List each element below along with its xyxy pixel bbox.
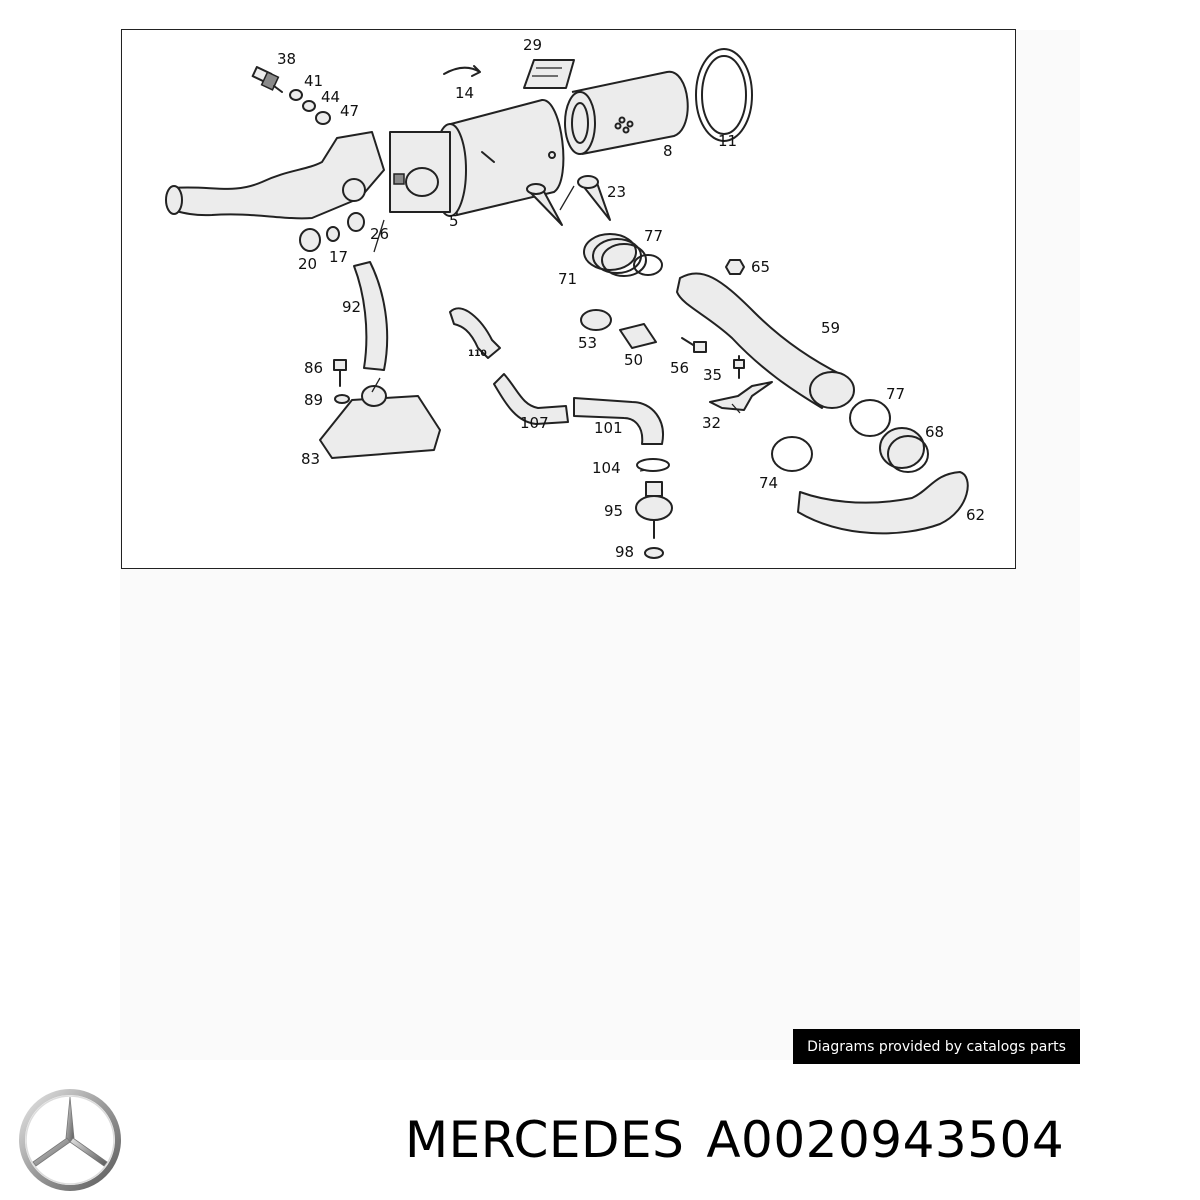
callout: 56 [670, 359, 689, 377]
mercedes-star-icon [19, 1089, 121, 1191]
parts-diagram: 38 41 44 47 29 14 8 11 5 23 26 20 17 77 … [121, 29, 1016, 569]
seal-ring-11 [695, 48, 753, 142]
stud-35 [733, 355, 745, 379]
filter-element-8 [564, 70, 689, 155]
callout: 86 [304, 359, 323, 377]
callout: 89 [304, 391, 323, 409]
nut-20 [299, 228, 321, 252]
callout: 101 [594, 419, 623, 437]
callout-labels: 38 41 44 47 29 14 8 11 5 23 26 20 17 77 … [277, 36, 985, 561]
arrow-14 [443, 65, 481, 77]
callout: 83 [301, 450, 320, 468]
bolt-86 [333, 359, 347, 387]
callout: 35 [703, 366, 722, 384]
callout: 17 [329, 248, 348, 266]
product-title: MERCEDES A0020943504 [405, 1108, 1195, 1172]
gasket-53 [580, 309, 612, 331]
sensor-38 [251, 66, 283, 93]
clamp-104 [636, 458, 670, 472]
housing-83 [319, 385, 441, 459]
callout: 107 [520, 414, 549, 432]
brand-name: MERCEDES [405, 1111, 685, 1169]
clamp-77-top [633, 254, 663, 276]
credit-banner: Diagrams provided by catalogs parts [793, 1029, 1080, 1064]
callout: 98 [615, 543, 634, 561]
callout: 47 [340, 102, 359, 120]
callout: 20 [298, 255, 317, 273]
callout: 53 [578, 334, 597, 352]
charge-hose-59 [676, 272, 855, 409]
washer-47 [315, 111, 331, 125]
bolt-56 [681, 337, 707, 353]
bellows-68 [879, 427, 929, 473]
nut-65 [725, 259, 745, 275]
callout: 62 [966, 506, 985, 524]
callout: 38 [277, 50, 296, 68]
callout: 41 [304, 72, 323, 90]
callout: 77 [886, 385, 905, 403]
callout: 71 [558, 270, 577, 288]
hose-92 [353, 261, 389, 371]
callout: 95 [604, 502, 623, 520]
callout: 77 [644, 227, 663, 245]
washer-17 [326, 226, 340, 242]
hose-110 [449, 307, 501, 359]
washer-89 [334, 394, 350, 404]
callout: 110 [468, 349, 487, 359]
bracket-32 [709, 381, 773, 411]
callout: 104 [592, 459, 621, 477]
leader-lines [371, 185, 741, 472]
callout: 50 [624, 351, 643, 369]
callout: 32 [702, 414, 721, 432]
callout: 44 [321, 88, 340, 106]
fitting-23 [526, 175, 611, 226]
washer-44 [302, 100, 316, 112]
callout: 26 [370, 225, 389, 243]
part-number: A0020943504 [706, 1111, 1065, 1169]
clamp-77-lower [849, 399, 891, 437]
pipe-107 [493, 373, 569, 425]
valve-95 [635, 481, 673, 539]
clamp-74 [771, 436, 813, 472]
callout: 8 [663, 142, 673, 160]
callout: 29 [523, 36, 542, 54]
diagram-svg: 38 41 44 47 29 14 8 11 5 23 26 20 17 77 … [165, 36, 985, 561]
callout: 11 [718, 132, 737, 150]
hose-62 [797, 471, 969, 535]
callout: 74 [759, 474, 778, 492]
sleeve-26 [347, 212, 365, 232]
washer-98 [644, 547, 664, 559]
callout: 14 [455, 84, 474, 102]
adapter-50 [619, 323, 657, 349]
callout: 92 [342, 298, 361, 316]
intake-duct [165, 131, 385, 220]
callout: 59 [821, 319, 840, 337]
pipe-101 [573, 397, 664, 445]
washer-41 [289, 89, 303, 101]
callout: 23 [607, 183, 626, 201]
callout: 65 [751, 258, 770, 276]
label-sticker-29 [523, 59, 575, 89]
callout: 68 [925, 423, 944, 441]
callout: 5 [449, 212, 459, 230]
bellows-71 [583, 233, 647, 277]
